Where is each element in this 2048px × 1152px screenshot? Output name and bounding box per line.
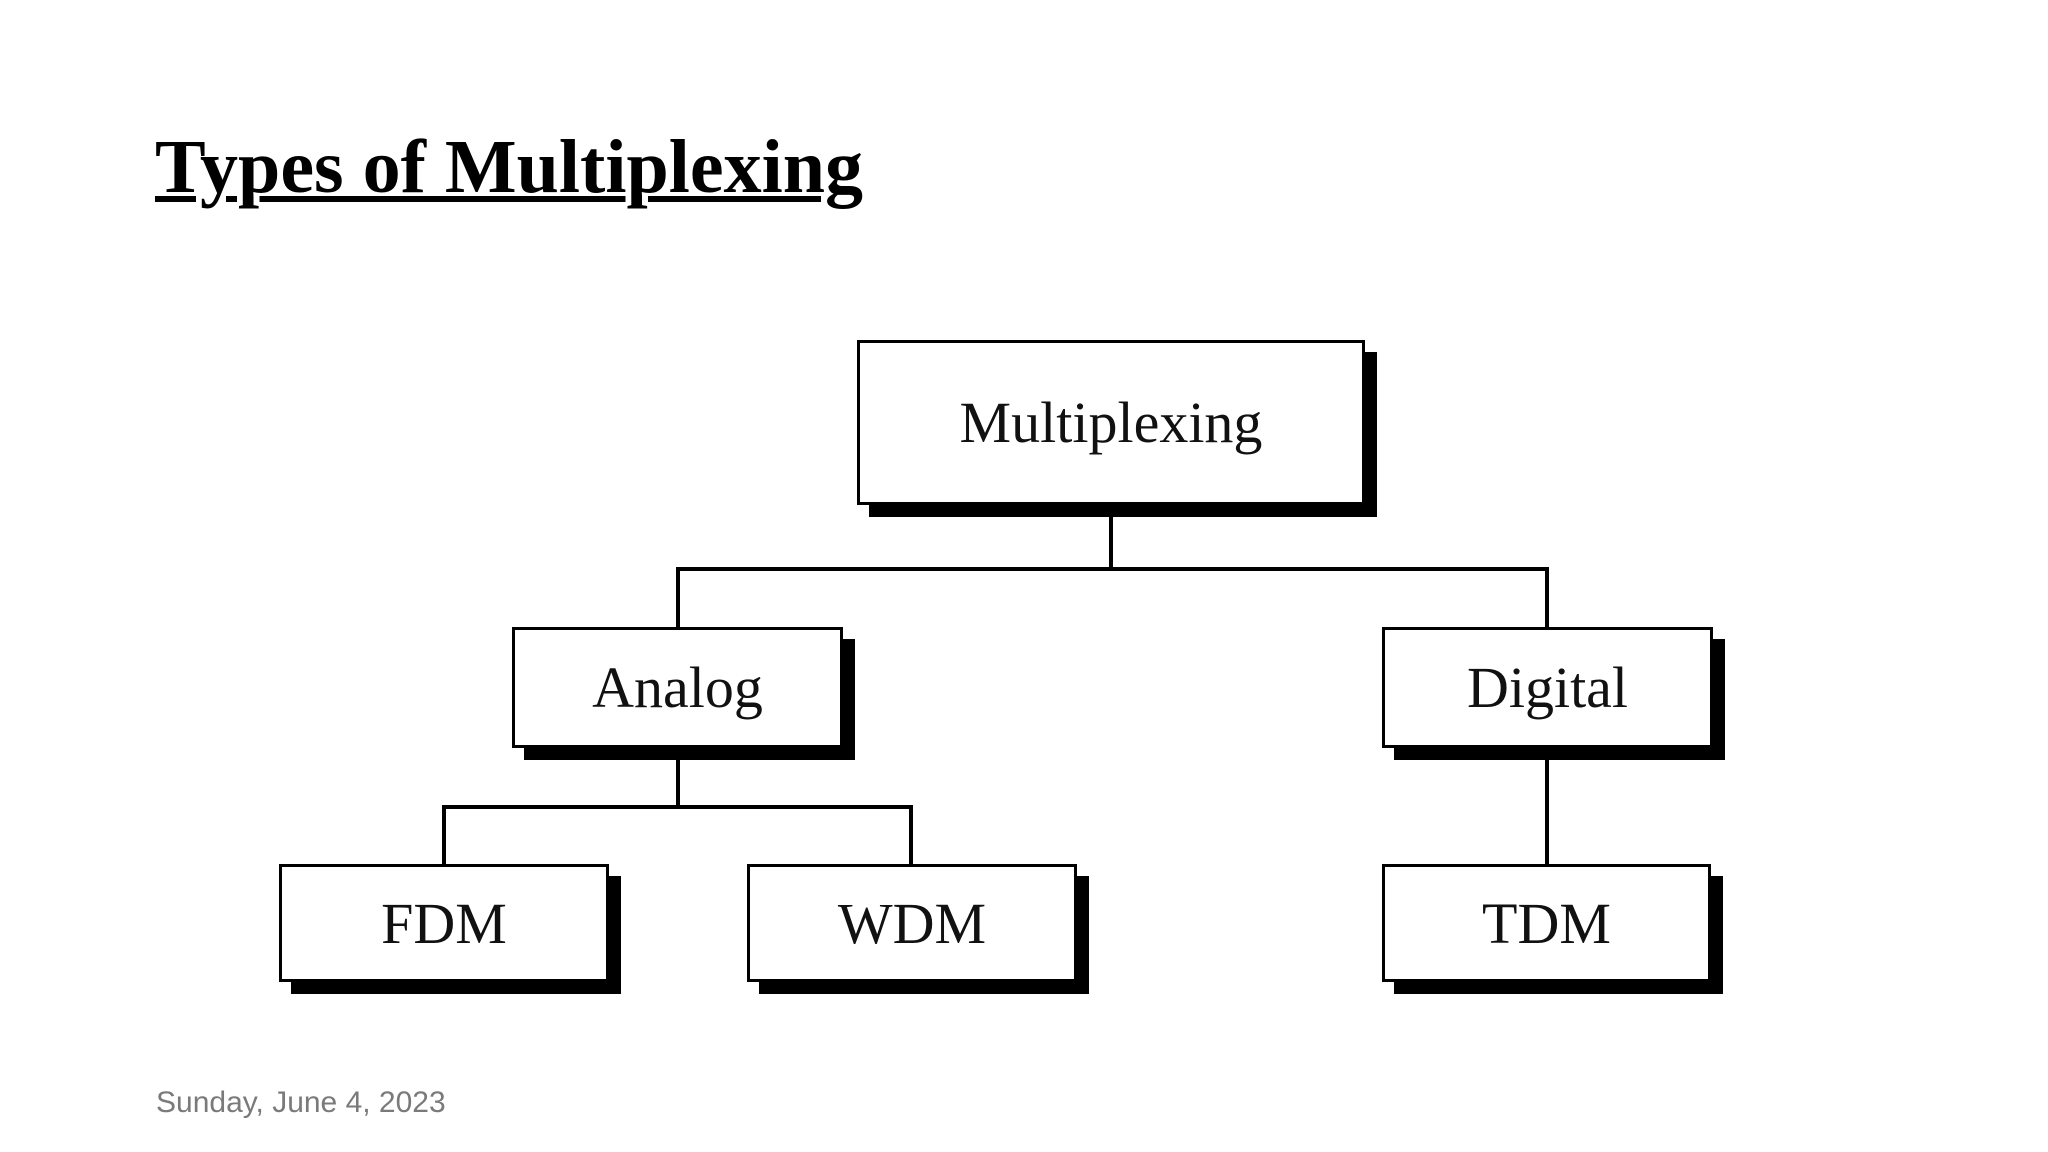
connector-analog-drop bbox=[676, 567, 680, 630]
connector-wdm-drop bbox=[909, 805, 913, 867]
connector-level2-horizontal bbox=[676, 567, 1549, 571]
connector-digital-drop bbox=[1545, 567, 1549, 630]
node-wdm: WDM bbox=[747, 864, 1077, 982]
node-digital: Digital bbox=[1382, 627, 1713, 748]
page-title: Types of Multiplexing bbox=[155, 125, 863, 209]
slide-date: Sunday, June 4, 2023 bbox=[156, 1086, 446, 1119]
connector-analog-stem bbox=[676, 740, 680, 809]
connector-digital-tdm-stem bbox=[1545, 740, 1549, 867]
connector-level3-horizontal bbox=[442, 805, 913, 809]
node-analog: Analog bbox=[512, 627, 843, 748]
node-multiplexing: Multiplexing bbox=[857, 340, 1365, 505]
node-tdm: TDM bbox=[1382, 864, 1711, 982]
connector-multiplexing-stem bbox=[1109, 498, 1113, 571]
node-fdm: FDM bbox=[279, 864, 609, 982]
connector-fdm-drop bbox=[442, 805, 446, 867]
